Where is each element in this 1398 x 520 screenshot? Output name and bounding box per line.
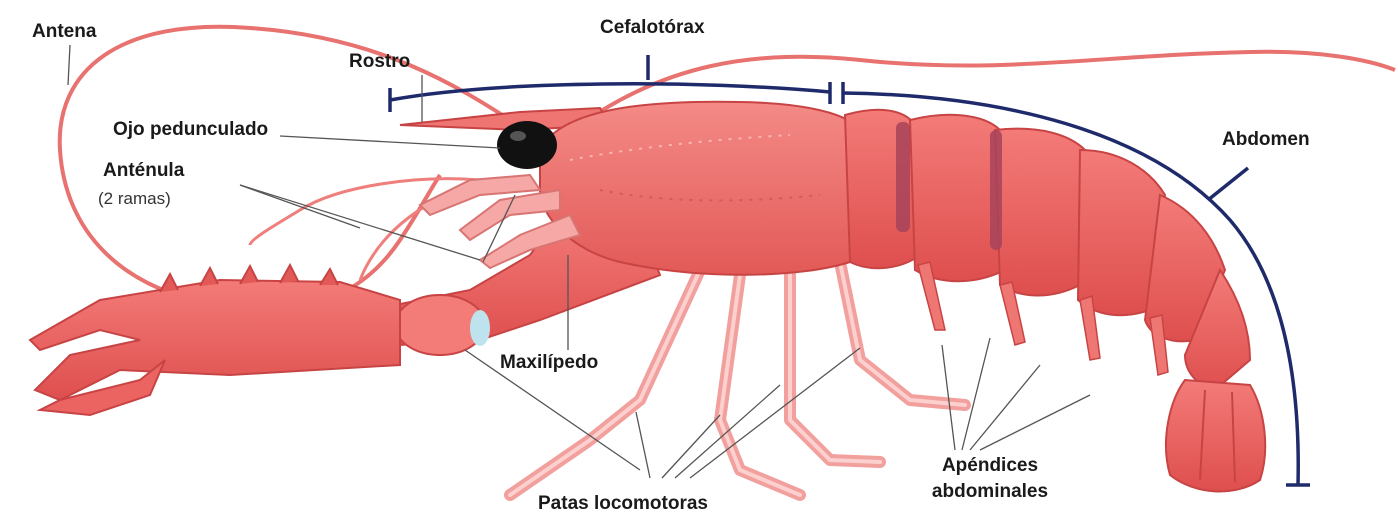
- tail-fan: [1166, 380, 1265, 491]
- label-maxilipedo: Maxilípedo: [500, 352, 598, 374]
- label-cefalotorax: Cefalotórax: [600, 17, 705, 39]
- claw-joint-membrane: [470, 310, 490, 346]
- label-antena: Antena: [32, 21, 96, 43]
- eye-highlight: [510, 131, 526, 141]
- label-rostro: Rostro: [349, 51, 410, 73]
- label-patas-locomotoras: Patas locomotoras: [538, 493, 708, 515]
- label-antenula: Anténula: [103, 160, 184, 182]
- carapace: [540, 102, 873, 275]
- compound-eye-icon: [497, 121, 557, 169]
- label-apendices: Apéndices: [930, 455, 1050, 477]
- label-abdomen: Abdomen: [1222, 129, 1310, 151]
- label-antenula-ramas: (2 ramas): [98, 188, 171, 210]
- claw-propodus: [30, 280, 400, 400]
- label-ojo-pedunculado: Ojo pedunculado: [113, 119, 268, 141]
- label-abdominales: abdominales: [925, 481, 1055, 503]
- antennule-branch-1: [250, 179, 480, 245]
